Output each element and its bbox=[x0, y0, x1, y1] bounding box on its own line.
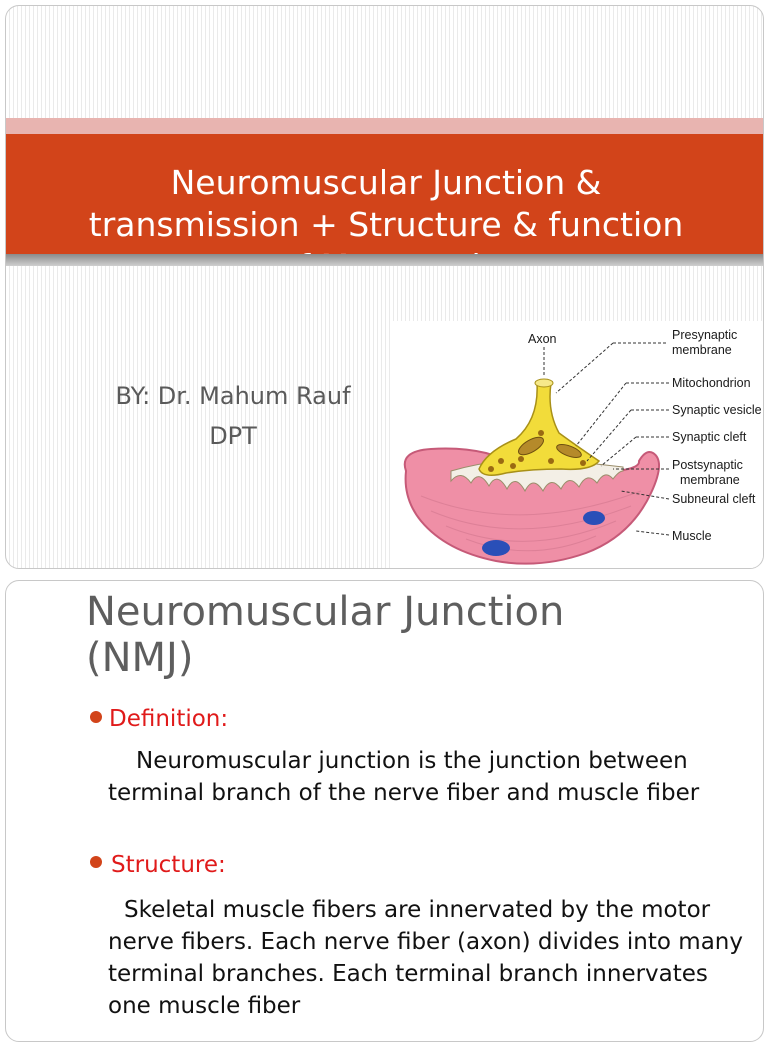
muscle-nucleus-2 bbox=[583, 511, 605, 525]
content-title-line1: Neuromuscular Junction bbox=[86, 589, 565, 635]
label-leader-lines bbox=[543, 342, 670, 536]
label-postsynaptic: Postsynaptic bbox=[672, 458, 743, 472]
label-synaptic-vesicle: Synaptic vesicle bbox=[672, 403, 762, 417]
title-accent-strip bbox=[6, 118, 763, 134]
synaptic-vesicles bbox=[488, 430, 586, 472]
definition-text: Neuromuscular junction is the junction b… bbox=[108, 748, 700, 806]
label-synaptic-cleft: Synaptic cleft bbox=[672, 430, 747, 444]
title-slide: Neuromuscular Junction & transmission + … bbox=[5, 5, 764, 569]
content-title-line2: (NMJ) bbox=[86, 635, 194, 681]
label-presynaptic: Presynaptic bbox=[672, 328, 737, 342]
nmj-diagram: Axon Presynaptic membrane Mitochondrion … bbox=[391, 321, 763, 568]
label-presynaptic-membrane: membrane bbox=[672, 343, 732, 357]
bullet-dot bbox=[90, 711, 102, 723]
title-band: Neuromuscular Junction & transmission + … bbox=[6, 134, 763, 254]
muscle-nucleus-1 bbox=[482, 540, 510, 556]
label-muscle: Muscle bbox=[672, 529, 712, 543]
label-subneural-cleft: Subneural cleft bbox=[672, 492, 756, 506]
muscle-striations bbox=[420, 490, 642, 552]
author-block: BY: Dr. Mahum Rauf DPT bbox=[88, 376, 378, 456]
label-axon: Axon bbox=[528, 332, 557, 346]
structure-text: Skeletal muscle fibers are innervated by… bbox=[108, 897, 743, 1019]
definition-label: Definition: bbox=[109, 706, 229, 732]
label-mitochondrion: Mitochondrion bbox=[672, 376, 751, 390]
title-shadow-bar bbox=[6, 254, 763, 266]
nmj-diagram-svg: Axon Presynaptic membrane Mitochondrion … bbox=[403, 328, 762, 565]
structure-label: Structure: bbox=[111, 852, 226, 878]
content-slide: Neuromuscular Junction (NMJ) Definition:… bbox=[5, 580, 764, 1042]
label-postsynaptic-membrane: membrane bbox=[680, 473, 740, 487]
bullet-dot bbox=[90, 856, 102, 868]
axon-tip bbox=[534, 378, 554, 388]
author-name: BY: Dr. Mahum Rauf bbox=[115, 382, 351, 410]
author-degree: DPT bbox=[209, 422, 257, 450]
mitochondrion-1 bbox=[518, 436, 544, 456]
mitochondrion-2 bbox=[556, 444, 582, 458]
content-slide-title: Neuromuscular Junction (NMJ) bbox=[86, 589, 564, 681]
slide-title: Neuromuscular Junction & transmission + … bbox=[88, 163, 684, 254]
